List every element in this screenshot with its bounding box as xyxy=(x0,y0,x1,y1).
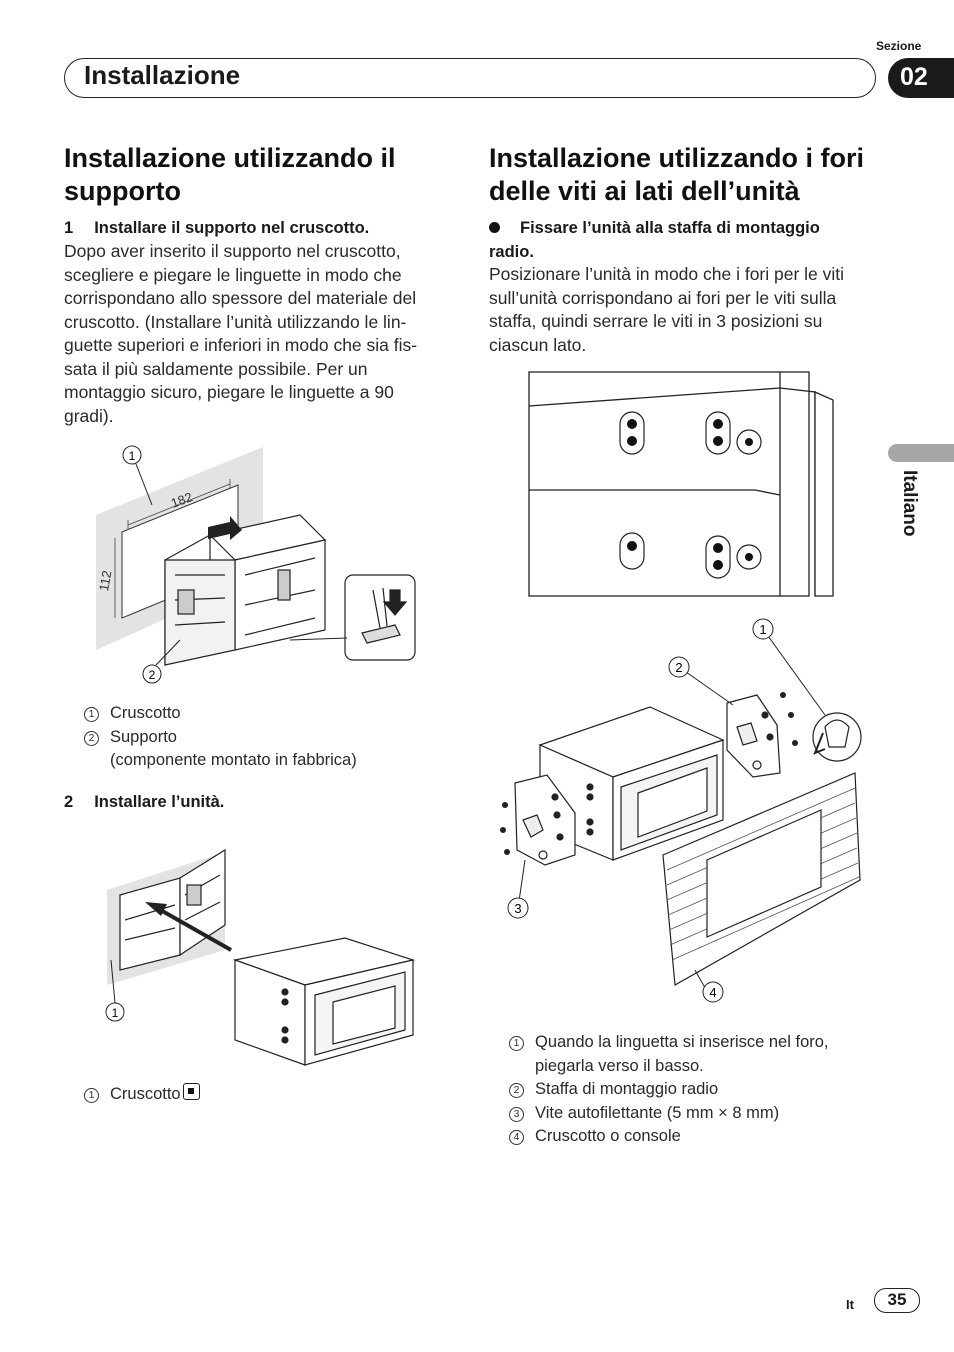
callout-1: 1 xyxy=(112,1006,119,1020)
section-number-badge: 02 xyxy=(888,58,954,98)
bullet-title: Fissare l’unità alla staffa di montaggio… xyxy=(489,219,820,261)
stop-icon xyxy=(182,1083,200,1100)
callout-4: 4 xyxy=(709,985,716,1000)
page-number: 35 xyxy=(874,1288,920,1313)
mounting-sleeve xyxy=(164,514,327,667)
insert-arrow xyxy=(208,516,242,540)
bullet-dot-icon xyxy=(489,222,500,233)
left-bracket xyxy=(514,774,576,866)
tab-bending-detail xyxy=(812,712,862,762)
footer-lang: It xyxy=(846,1297,854,1312)
right-bracket xyxy=(726,694,781,778)
section-label: Sezione xyxy=(876,39,922,53)
header-bar xyxy=(64,58,876,98)
callout-1: 1 xyxy=(129,449,136,463)
head-unit xyxy=(232,937,416,1066)
dashboard-console xyxy=(662,772,861,986)
header-title: Installazione xyxy=(84,60,241,90)
figure-bracket-assembly: 1 2 3 4 xyxy=(500,618,862,1003)
callout-2: 2 xyxy=(149,668,156,682)
dimension-height: 112 xyxy=(96,569,114,592)
dimension-width: 182 xyxy=(169,489,195,511)
screw-holes xyxy=(619,411,762,579)
language-tab xyxy=(888,444,954,462)
screws xyxy=(500,692,798,855)
callout-2: 2 xyxy=(675,660,682,675)
figure-unit-install: 1 xyxy=(105,848,416,1066)
callout-3: 3 xyxy=(514,901,521,916)
left-section-heading: Installazione utilizzando il supporto xyxy=(64,143,396,206)
tab-bending-detail xyxy=(344,574,416,661)
right-section-heading: Installazione utilizzando i fori delle v… xyxy=(489,143,865,206)
figure-bracket-install: 182 112 1 2 xyxy=(96,445,416,684)
insert-arrow xyxy=(156,906,232,952)
step-1-body: Dopo aver inserito il supporto nel crusc… xyxy=(64,241,418,426)
figure-screw-holes xyxy=(528,371,834,597)
right-body: Posizionare l’unità in modo che i fori p… xyxy=(489,264,845,355)
language-label: Italiano xyxy=(899,470,920,537)
callout-1: 1 xyxy=(759,622,766,637)
